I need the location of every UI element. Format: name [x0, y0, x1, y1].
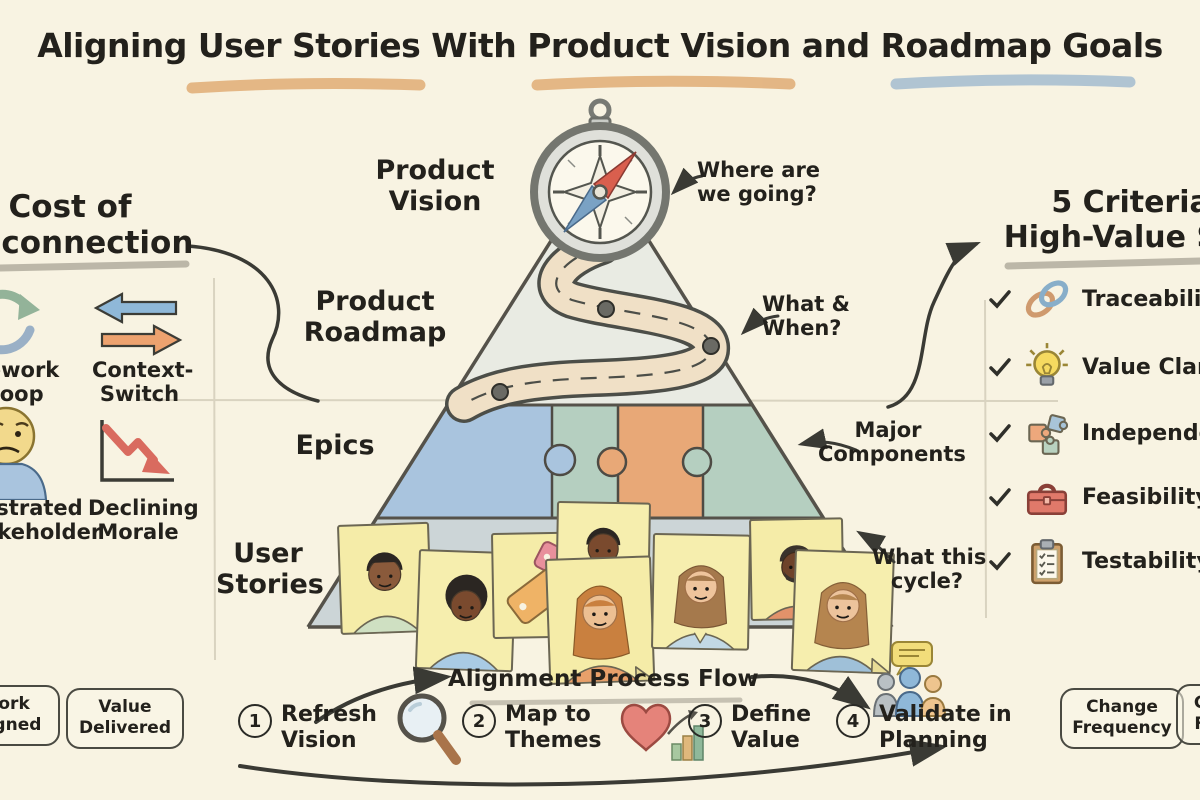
user-story-notes	[337, 501, 895, 685]
story-note	[651, 533, 751, 651]
check-icon	[989, 488, 1011, 507]
rework-loop-label: ReworkLoop	[0, 358, 60, 407]
frustrated-stakeholder-icon	[0, 402, 58, 504]
story-note-tags	[491, 531, 586, 639]
criteria-label: Independence	[1082, 420, 1200, 446]
puzzle-tabs-icon	[543, 405, 713, 518]
left-panel-heading: Cost of Disconnection	[0, 189, 225, 262]
right-panel-heading: 5 Criteria for High-Value Stories	[995, 185, 1200, 256]
step-number: 3	[688, 704, 722, 738]
page-title: Aligning User Stories With Product Visio…	[37, 26, 1163, 65]
epics-label: Epics	[295, 430, 375, 461]
criteria-row-traceability: Traceability	[988, 274, 1200, 324]
magnifying-glass-icon	[392, 690, 464, 774]
frustrated-stakeholder-label: FrustratedStakeholder	[0, 496, 102, 545]
criteria-label: Feasibility	[1082, 484, 1200, 510]
context-switch-icon	[92, 288, 184, 364]
title-underlines	[186, 74, 1136, 94]
story-note	[749, 517, 845, 621]
connector-curves	[186, 167, 981, 787]
check-icon	[989, 358, 1011, 377]
context-switch-label: Context-Switch	[92, 358, 194, 407]
chain-link-icon	[1025, 280, 1069, 318]
story-note	[555, 501, 651, 601]
criteria-row-value-clarity: Value Clarity	[988, 342, 1200, 392]
step-number: 2	[462, 704, 496, 738]
story-note	[414, 549, 517, 673]
process-flow-heading: Alignment Process Flow	[448, 666, 759, 692]
right-heading-line2: High-Value Stories	[1003, 219, 1200, 255]
criteria-row-independence: Independence	[988, 408, 1200, 458]
criteria-label: Testability	[1082, 548, 1200, 574]
criteria-label: Traceability	[1082, 286, 1200, 312]
story-note	[337, 521, 433, 635]
check-icon	[989, 290, 1011, 309]
criteria-row-feasibility: Feasibility	[988, 472, 1200, 522]
work-aligned-badge: WorkAligned	[0, 685, 60, 746]
toolbox-icon	[1026, 483, 1068, 515]
customer-feedback-badge: CustomerFeedback	[1176, 684, 1200, 745]
left-heading-line2: Disconnection	[0, 224, 194, 261]
team-discussion-icon	[870, 640, 950, 724]
criteria-label: Value Clarity	[1082, 354, 1200, 380]
puzzle-pieces-icon	[1028, 414, 1069, 455]
step-number: 4	[836, 704, 870, 738]
roadmap-road-icon	[445, 227, 730, 423]
story-note	[545, 555, 656, 685]
check-icon	[989, 552, 1011, 571]
right-heading-line1: 5 Criteria for	[1051, 185, 1200, 220]
pyramid-shape	[306, 162, 894, 629]
rework-loop-icon	[0, 282, 42, 366]
declining-morale-icon	[94, 416, 180, 496]
left-heading-line1: Cost of	[8, 189, 132, 225]
lightbulb-icon	[1026, 343, 1068, 386]
check-icon	[989, 424, 1011, 443]
guide-lines	[139, 277, 1059, 661]
compass-icon	[530, 98, 670, 262]
step-number: 1	[238, 704, 272, 738]
criteria-row-testability: Testability	[988, 536, 1200, 586]
clipboard-checklist-icon	[1031, 539, 1063, 585]
roadmap-annotation: What &When?	[762, 292, 850, 341]
